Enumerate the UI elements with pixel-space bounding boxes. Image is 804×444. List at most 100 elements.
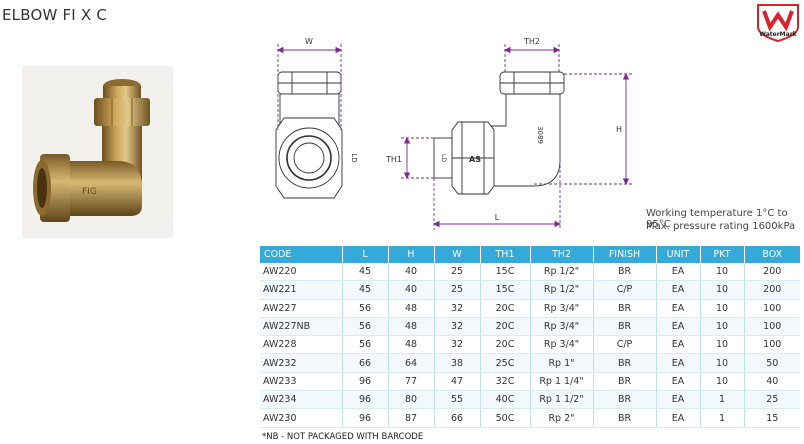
table-cell-th1: 25C <box>479 353 530 373</box>
table-cell-h: 48 <box>387 335 434 355</box>
table-cell-th2: Rp 1/2" <box>529 263 593 282</box>
table-cell-pkt: 10 <box>699 299 744 318</box>
table-cell-unit: EA <box>655 317 700 337</box>
column-header-box: BOX <box>743 246 800 263</box>
watermark-logo: WaterMark <box>757 4 799 43</box>
table-cell-pkt: 1 <box>699 390 744 410</box>
table-cell-l: 96 <box>341 390 388 410</box>
table-cell-th2: Rp 1 1/2" <box>529 390 593 410</box>
spec-temperature: Working temperature 1°C to 95°C <box>646 208 788 230</box>
ld-mark-side: LD <box>440 154 447 162</box>
table-cell-w: 47 <box>433 372 480 392</box>
column-header-finish: FINISH <box>592 246 656 263</box>
svg-text:FIG: FIG <box>82 187 97 197</box>
table-cell-th1: 40C <box>479 390 530 410</box>
table-cell-l: 45 <box>341 263 388 282</box>
table-cell-unit: EA <box>655 390 700 410</box>
column-header-unit: UNIT <box>655 246 700 263</box>
table-cell-w: 32 <box>433 335 480 355</box>
table-cell-unit: EA <box>655 353 700 373</box>
table-cell-w: 38 <box>433 353 480 373</box>
stamp-mark: 3089 <box>536 126 544 144</box>
column-header-h: H <box>387 246 434 263</box>
table-cell-th2: Rp 1 1/4" <box>529 372 593 392</box>
dim-th1-label: TH1 <box>385 155 402 164</box>
table-cell-h: 80 <box>387 390 434 410</box>
table-cell-code: AW221 <box>260 280 342 300</box>
dim-l-label: L <box>495 213 500 222</box>
table-cell-th2: Rp 1/2" <box>529 280 593 300</box>
table-cell-w: 55 <box>433 390 480 410</box>
technical-drawing: W TH2 H TH1 L AS LD LD 3089 <box>275 37 632 230</box>
table-cell-code: AW232 <box>260 353 342 373</box>
table-cell-w: 66 <box>433 408 480 428</box>
table-cell-code: AW227NB <box>260 317 342 337</box>
table-cell-code: AW227 <box>260 299 342 318</box>
dim-h-label: H <box>616 125 622 134</box>
table-cell-l: 56 <box>341 299 388 318</box>
table-cell-finish: BR <box>592 317 656 337</box>
column-header-w: W <box>433 246 480 263</box>
table-cell-box: 15 <box>743 408 800 428</box>
table-cell-w: 25 <box>433 280 480 300</box>
table-cell-th1: 20C <box>479 317 530 337</box>
table-cell-h: 48 <box>387 317 434 337</box>
table-cell-pkt: 10 <box>699 317 744 337</box>
table-cell-finish: C/P <box>592 280 656 300</box>
column-header-code: CODE <box>260 246 342 263</box>
table-cell-h: 40 <box>387 263 434 282</box>
table-cell-unit: EA <box>655 408 700 428</box>
table-cell-finish: BR <box>592 263 656 282</box>
table-cell-box: 25 <box>743 390 800 410</box>
table-cell-code: AW228 <box>260 335 342 355</box>
table-cell-finish: BR <box>592 372 656 392</box>
table-cell-box: 100 <box>743 317 800 337</box>
table-cell-th1: 15C <box>479 280 530 300</box>
table-cell-th1: 15C <box>479 263 530 282</box>
table-cell-pkt: 10 <box>699 263 744 282</box>
table-cell-l: 56 <box>341 335 388 355</box>
as-mark: AS <box>469 155 481 164</box>
column-header-th1: TH1 <box>479 246 530 263</box>
table-cell-th2: Rp 1" <box>529 353 593 373</box>
spec-pressure: Max. pressure rating 1600kPa <box>646 221 796 232</box>
table-cell-box: 100 <box>743 299 800 318</box>
table-cell-h: 40 <box>387 280 434 300</box>
table-cell-th1: 20C <box>479 299 530 318</box>
table-cell-finish: BR <box>592 353 656 373</box>
table-cell-h: 48 <box>387 299 434 318</box>
table-cell-box: 40 <box>743 372 800 392</box>
table-cell-code: AW234 <box>260 390 342 410</box>
table-cell-pkt: 1 <box>699 408 744 428</box>
table-cell-h: 64 <box>387 353 434 373</box>
table-cell-pkt: 10 <box>699 372 744 392</box>
table-cell-box: 200 <box>743 280 800 300</box>
table-cell-unit: EA <box>655 263 700 282</box>
column-header-l: L <box>341 246 388 263</box>
table-cell-l: 96 <box>341 408 388 428</box>
column-header-th2: TH2 <box>529 246 593 263</box>
table-cell-code: AW233 <box>260 372 342 392</box>
table-cell-w: 32 <box>433 317 480 337</box>
table-cell-th2: Rp 2" <box>529 408 593 428</box>
table-cell-unit: EA <box>655 372 700 392</box>
table-cell-w: 32 <box>433 299 480 318</box>
table-cell-finish: BR <box>592 299 656 318</box>
table-cell-pkt: 10 <box>699 353 744 373</box>
table-cell-code: AW230 <box>260 408 342 428</box>
table-cell-unit: EA <box>655 335 700 355</box>
dim-w-label: W <box>305 37 313 46</box>
table-cell-w: 25 <box>433 263 480 282</box>
table-cell-finish: BR <box>592 390 656 410</box>
table-cell-l: 45 <box>341 280 388 300</box>
table-cell-th2: Rp 3/4" <box>529 317 593 337</box>
table-cell-box: 50 <box>743 353 800 373</box>
